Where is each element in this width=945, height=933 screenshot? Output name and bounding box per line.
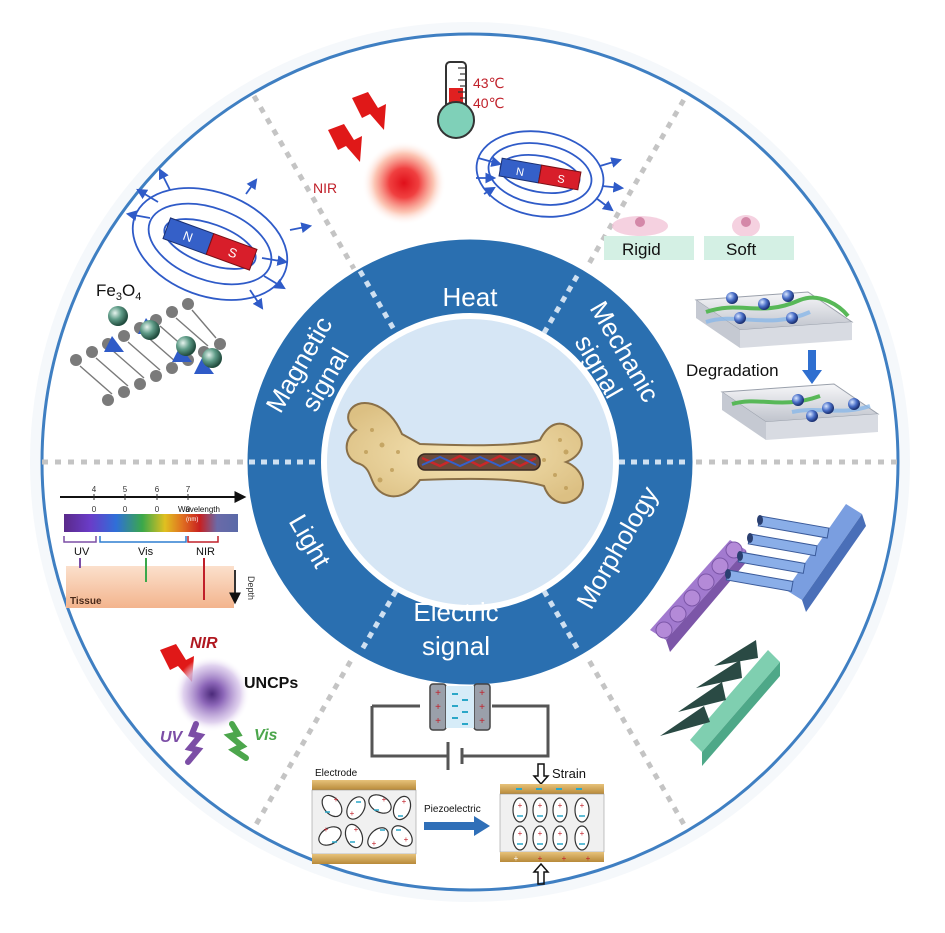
mechanic-section: Rigid Soft Degradation [604, 215, 880, 440]
electrode-top [312, 780, 416, 790]
svg-text:+: + [580, 829, 585, 838]
svg-text:+: + [558, 829, 563, 838]
nir-label: NIR [196, 546, 215, 558]
heat-magnet-s: S [556, 173, 565, 186]
tissue-block [66, 566, 234, 608]
nanoparticle [202, 348, 222, 368]
tick-zero: 0 [155, 505, 160, 514]
heat-section: NIR 43℃ 40℃ [313, 61, 625, 225]
svg-text:+: + [354, 825, 359, 834]
svg-text:+: + [435, 716, 441, 727]
vis-emit-label: Vis [254, 727, 278, 744]
spectrum-bar [64, 514, 238, 532]
svg-text:+: + [586, 854, 591, 863]
svg-text:+: + [514, 854, 519, 863]
tissue-label: Tissue [70, 596, 102, 607]
piezoelectric-label: Piezoelectric [424, 804, 481, 815]
svg-text:+: + [518, 801, 523, 810]
magnetic-section: N S Fe3O4 [70, 168, 313, 406]
svg-text:+: + [324, 825, 329, 834]
svg-text:+: + [558, 801, 563, 810]
heat-magnet-n: N [515, 166, 525, 179]
svg-text:+: + [350, 809, 355, 818]
uv-emission-icon [184, 721, 206, 765]
soft-substrate [704, 236, 794, 260]
nanoparticle [108, 306, 128, 326]
svg-text:+: + [404, 835, 409, 844]
scaffold-plate-top [694, 290, 854, 348]
scaffold-plate-bottom [720, 383, 880, 440]
tick-zero: 0 [123, 505, 128, 514]
degradation-arrow [802, 350, 822, 384]
svg-text:+: + [538, 854, 543, 863]
tick-zero: 0 [92, 505, 97, 514]
svg-text:+: + [562, 854, 567, 863]
heat-magnet: N S [475, 130, 625, 218]
wavelength-label: Wavelength [178, 505, 220, 514]
strain-arrow-bottom [532, 862, 550, 885]
nir-top-label: NIR [190, 635, 218, 652]
svg-text:+: + [435, 702, 441, 713]
temp-high: 43℃ [473, 75, 504, 91]
svg-text:+: + [382, 795, 387, 804]
rigid-label: Rigid [622, 240, 661, 259]
svg-text:+: + [479, 716, 485, 727]
vis-emission-icon [223, 721, 249, 761]
tick-label: 4 [92, 485, 97, 494]
electric-section: + + + + + + Electrode + + + + + + + + [311, 683, 605, 885]
svg-text:+: + [334, 795, 339, 804]
light-section: 4 5 6 7 0 0 0 0 Wavelength (nm) UV Vis N… [60, 485, 298, 765]
uncps-label: UNCPs [244, 675, 298, 692]
tick-label: 7 [186, 485, 191, 494]
soft-label: Soft [726, 240, 757, 259]
lipid-bilayer [70, 298, 226, 406]
piezo-arrow [424, 816, 490, 836]
svg-text:+: + [538, 801, 543, 810]
nanoparticle [140, 320, 160, 340]
svg-text:+: + [518, 829, 523, 838]
morphology-section [650, 504, 866, 766]
ring-dividers [249, 269, 691, 655]
svg-text:+: + [479, 702, 485, 713]
svg-text:+: + [538, 829, 543, 838]
outer-dividers [42, 94, 898, 830]
strain-arrow-top [532, 763, 550, 786]
svg-text:+: + [435, 688, 441, 699]
heat-glow [362, 141, 446, 225]
label-electric-1: Electric [413, 597, 498, 627]
tick-label: 6 [155, 485, 160, 494]
tick-zero: 0 [186, 505, 191, 514]
heat-nir-label: NIR [313, 180, 337, 196]
strain-label: Strain [552, 766, 586, 781]
bone-illustration [345, 401, 584, 504]
circuit-wire [370, 704, 550, 758]
electrode-bottom [312, 854, 416, 864]
svg-text:+: + [402, 797, 407, 806]
svg-text:+: + [479, 688, 485, 699]
electrode-label: Electrode [315, 768, 358, 779]
blue-pillar-array [725, 504, 866, 612]
depth-label: Depth [246, 576, 256, 600]
fe3o4-label: Fe3O4 [96, 281, 141, 303]
temp-low: 40℃ [473, 95, 504, 111]
uv-label: UV [74, 546, 90, 558]
nanoparticle [176, 336, 196, 356]
rigid-substrate [604, 236, 694, 260]
lightning-icon [352, 92, 386, 130]
lightning-icon [328, 124, 362, 162]
wavelength-unit: (nm) [186, 517, 198, 523]
label-electric-2: signal [422, 631, 490, 661]
svg-text:+: + [580, 801, 585, 810]
svg-text:+: + [372, 839, 377, 848]
degradation-label: Degradation [686, 361, 779, 380]
uv-emit-label: UV [160, 729, 184, 746]
green-cone-array [660, 640, 780, 766]
uncp-glow [174, 656, 250, 732]
tick-label: 5 [123, 485, 128, 494]
label-heat: Heat [443, 282, 499, 312]
vis-label: Vis [138, 546, 154, 558]
